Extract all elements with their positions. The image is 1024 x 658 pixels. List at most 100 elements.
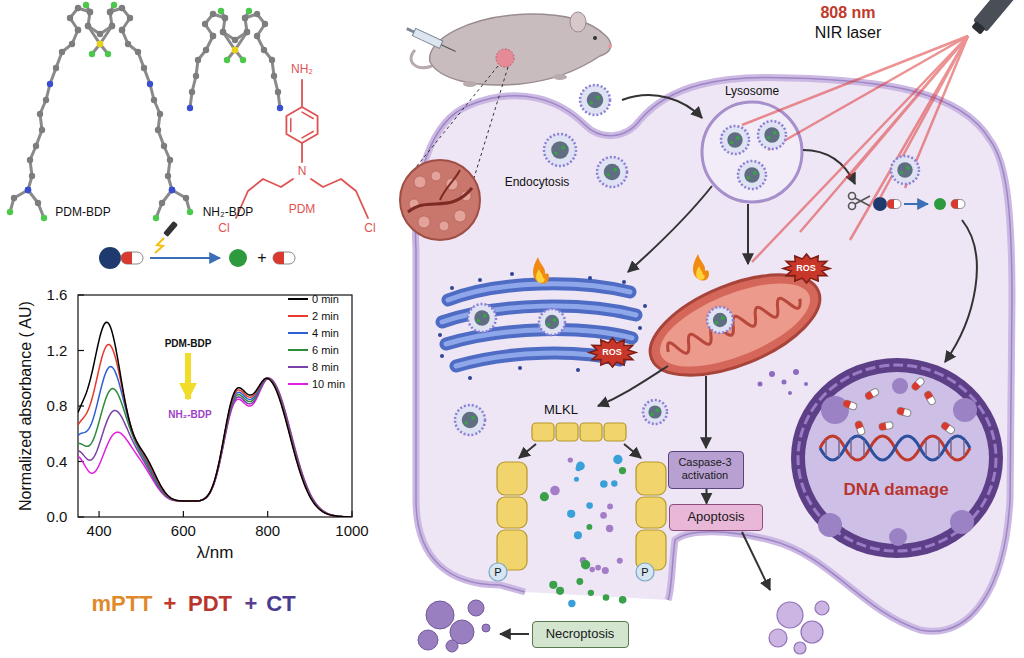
node-text: ROS bbox=[796, 263, 817, 274]
nanoparticle bbox=[580, 85, 610, 115]
ros-burst: ROS bbox=[589, 338, 636, 367]
connector bbox=[706, 489, 708, 504]
leaked-contents bbox=[576, 466, 582, 472]
therapy-label: CT bbox=[266, 592, 295, 616]
molecule-structure bbox=[53, 65, 59, 71]
molecule-structure bbox=[222, 15, 228, 21]
drug-capsule bbox=[854, 420, 865, 436]
nucleus bbox=[850, 439, 852, 457]
absorbance-chart bbox=[267, 511, 268, 517]
mitochondrion bbox=[637, 254, 834, 396]
mitochondrion bbox=[637, 254, 834, 396]
leaked-contents bbox=[568, 600, 575, 607]
molecule-structure bbox=[257, 36, 280, 108]
leaked-contents bbox=[581, 560, 590, 569]
nucleus bbox=[953, 398, 977, 422]
pathway-arrow bbox=[628, 186, 712, 272]
leaked-contents bbox=[549, 581, 557, 589]
molecule-structure bbox=[165, 173, 171, 179]
molecule-structure bbox=[11, 195, 17, 201]
molecule-structure bbox=[33, 143, 39, 149]
flame bbox=[533, 257, 549, 284]
molecule-name: PDM-BDP bbox=[55, 206, 110, 219]
drug-capsule bbox=[923, 390, 936, 406]
drug-capsule bbox=[854, 420, 865, 436]
nanoparticle bbox=[758, 121, 786, 149]
nanoparticle bbox=[655, 408, 659, 412]
drug-capsule bbox=[887, 200, 894, 209]
released-particles bbox=[769, 371, 775, 377]
molecule-structure bbox=[232, 47, 238, 53]
pathway-arrow bbox=[624, 444, 641, 458]
molecule-structure bbox=[43, 97, 49, 103]
phosphate-label: P bbox=[494, 566, 501, 578]
molecule-structure bbox=[262, 21, 268, 27]
nanoparticle bbox=[738, 161, 766, 189]
nucleus bbox=[825, 440, 827, 456]
drug-capsule bbox=[842, 399, 858, 410]
nanoparticle bbox=[721, 126, 749, 154]
nanoparticle bbox=[539, 309, 565, 335]
atom-label: N bbox=[298, 165, 307, 178]
nanoparticle bbox=[891, 156, 919, 184]
molecule-structure bbox=[25, 187, 31, 193]
nanoparticle bbox=[764, 127, 779, 142]
mouse bbox=[496, 49, 514, 67]
endoplasmic-reticulum bbox=[478, 278, 482, 282]
tumor-tissue bbox=[431, 171, 441, 181]
nucleus bbox=[925, 440, 927, 456]
leaked-contents bbox=[606, 525, 613, 532]
nanoparticle bbox=[483, 314, 487, 318]
mouse bbox=[405, 25, 457, 55]
molecule-structure bbox=[261, 47, 267, 53]
cleavage-cartoon bbox=[934, 198, 946, 210]
molecule-structure bbox=[220, 29, 226, 35]
molecule-structure bbox=[195, 57, 201, 63]
nanoparticle bbox=[471, 416, 475, 420]
drug-capsule bbox=[121, 252, 143, 264]
released-particles bbox=[782, 380, 787, 385]
drug-capsule bbox=[121, 252, 132, 264]
tumor-tissue bbox=[439, 221, 449, 231]
plus-sign: + bbox=[164, 592, 177, 616]
molecule-structure bbox=[290, 119, 292, 132]
molecule-structure bbox=[240, 57, 246, 63]
flame bbox=[693, 254, 709, 281]
molecule-structure bbox=[67, 15, 73, 21]
legend-swatch bbox=[288, 366, 308, 368]
molecule-structure bbox=[187, 105, 193, 111]
nanoparticle bbox=[455, 85, 919, 435]
process-label: Endocytosis bbox=[505, 176, 570, 189]
molecule-structure bbox=[85, 23, 91, 29]
molecule-structure bbox=[210, 33, 216, 39]
endoplasmic-reticulum bbox=[588, 276, 592, 280]
molecule-structure bbox=[275, 89, 281, 95]
legend-item: 6 min bbox=[288, 343, 339, 357]
protein-label: MLKL bbox=[544, 403, 578, 417]
node-text: Necroptosis bbox=[545, 626, 616, 642]
nucleus bbox=[798, 365, 996, 551]
molecule-structure bbox=[83, 2, 89, 8]
activation-cartoon bbox=[163, 221, 178, 237]
molecule-structure bbox=[97, 41, 103, 47]
annotation: NH₂-BDP bbox=[168, 409, 211, 420]
nucleus bbox=[818, 513, 842, 537]
phosphate-circle bbox=[636, 563, 654, 581]
molecule-structure bbox=[119, 27, 125, 33]
molecule-structure bbox=[157, 111, 163, 117]
nanoparticle bbox=[606, 173, 610, 177]
nanoparticle bbox=[587, 92, 604, 109]
molecule-structure bbox=[127, 15, 133, 21]
mouse bbox=[608, 44, 612, 48]
node-text: Caspase-3 activation bbox=[673, 456, 737, 482]
nanoparticle bbox=[455, 405, 485, 435]
nucleus bbox=[863, 440, 865, 456]
nanoparticle bbox=[544, 134, 576, 166]
absorbance-chart bbox=[78, 516, 84, 517]
drug-capsule bbox=[911, 377, 926, 392]
drug-capsule bbox=[951, 200, 958, 209]
molecule-structure bbox=[37, 111, 43, 117]
nanoparticle bbox=[462, 412, 479, 429]
absorbance-curve bbox=[78, 322, 352, 517]
